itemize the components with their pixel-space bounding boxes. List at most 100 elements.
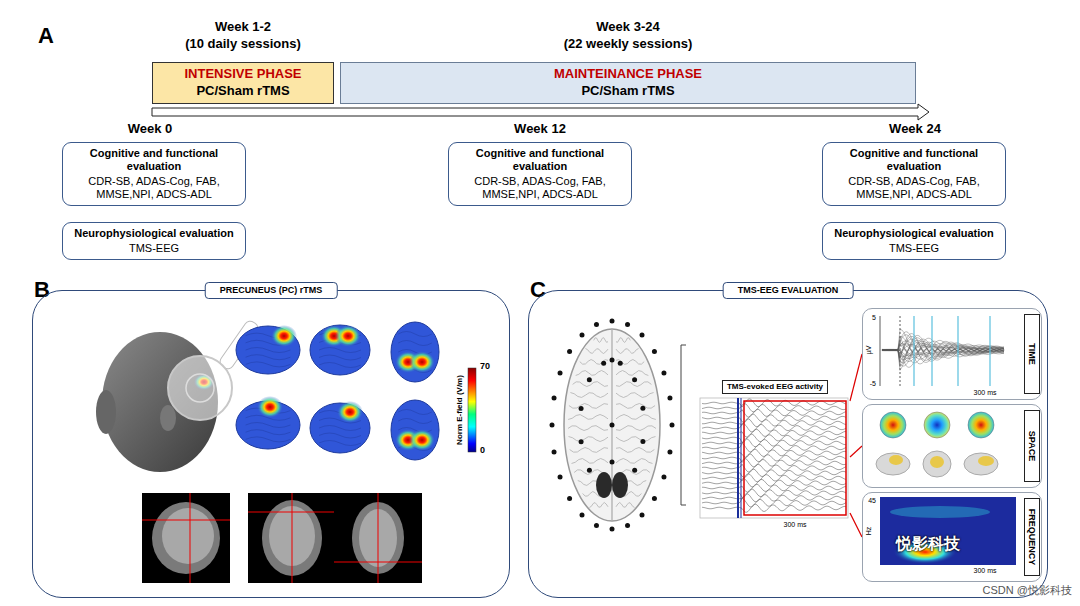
scalp-map-part-part: [601, 361, 606, 366]
phase-protocol: PC/Sham rTMS: [196, 83, 289, 100]
eeg-traces-part: [700, 398, 848, 518]
scalp-map-part-part: [552, 449, 557, 454]
scalp-map-part-part: [580, 513, 585, 518]
mri-slices-part: [334, 493, 422, 583]
evaluation-heading: Cognitive and functional evaluation: [71, 147, 237, 173]
head-model-part: [96, 390, 116, 434]
mri-slices-part: [142, 493, 230, 583]
scalp-map: [550, 319, 675, 532]
brain-render-part: [319, 363, 361, 368]
scalp-map-part-part: [616, 349, 639, 354]
scalp-map-part-part: [616, 382, 651, 387]
eeg-box: TMS-evoked EEG activity: [700, 380, 850, 520]
efield-brains: [236, 322, 439, 460]
sub-box: FREQUENCY: [862, 492, 1042, 582]
time-plot-part-part: [882, 329, 1004, 364]
scalp-map-part-part: [652, 496, 657, 501]
scalp-map-part-part: [567, 349, 572, 354]
brain-render-part: [319, 433, 361, 438]
brain-render-part: [409, 429, 435, 451]
brain-render-part: [409, 351, 435, 373]
space-maps-part: [968, 412, 994, 438]
time-plot-part-part: [882, 341, 1004, 363]
mri-slices-part: [162, 508, 214, 564]
brain-render-part: [335, 325, 361, 347]
brain-render: [236, 325, 300, 374]
time-plot-part: [882, 329, 1004, 370]
scalp-map-part-part: [618, 361, 623, 366]
brain-render-part: [236, 326, 300, 374]
time-plot-part-part: [882, 338, 1004, 367]
eeg-traces-part-part: [702, 424, 846, 432]
eeg-traces-part-part: [702, 489, 846, 498]
space-maps-part: [876, 453, 910, 475]
mri-slices-part: [378, 493, 379, 583]
week-range: Week 3-24: [596, 20, 659, 34]
space-maps-part: [889, 455, 903, 465]
scalp-map-part-part: [570, 393, 608, 398]
dimension-tab: SPACE: [1024, 410, 1040, 482]
panel-box: PRECUNEUS (PC) rTMS: [32, 290, 510, 598]
eeg-traces-part-part: [702, 399, 846, 407]
eval-box: Cognitive and functional evaluationCDR-S…: [62, 142, 246, 206]
scalp-map-part-part: [640, 513, 645, 518]
evaluation-measures: CDR-SB, ADAS-Cog, FAB, MMSE,NPI, ADCS-AD…: [71, 175, 237, 201]
scalp-map-part-part: [558, 371, 563, 376]
brain-render-part: [246, 437, 291, 442]
panel-letter: C: [528, 278, 548, 302]
axis-unit: µV: [865, 346, 873, 355]
eval-box: Cognitive and functional evaluationCDR-S…: [448, 142, 632, 206]
time-plot-part-part: [882, 344, 1004, 354]
brain-render: [391, 400, 439, 460]
evaluation-measures: TMS-EEG: [129, 242, 179, 255]
axis-tick: -5: [870, 380, 876, 388]
scalp-map-part-part: [572, 459, 608, 464]
time-plot-part-part: [882, 345, 1004, 355]
scalp-map-part-part: [632, 377, 637, 382]
space-maps-part: [924, 412, 950, 438]
phase-box: INTENSIVE PHASEPC/Sham rTMS: [152, 62, 334, 104]
eeg-traces-part: [702, 399, 846, 513]
scalp-map-part-part: [579, 406, 584, 411]
brain-render-part: [246, 362, 291, 367]
week-label: Week 0: [128, 122, 173, 136]
eeg-traces-part-part: [702, 439, 846, 447]
watermark: CSDN @悦影科技: [981, 584, 1074, 596]
time-scale: 300 ms: [784, 521, 807, 529]
eeg-traces: [700, 398, 848, 518]
timeline-arrow: [152, 104, 929, 120]
eeg-traces-part-part: [702, 494, 846, 502]
phase-box: MAINTEINANCE PHASEPC/Sham rTMS: [340, 62, 916, 104]
scalp-map-part-part: [670, 423, 675, 428]
eeg-traces-part-part: [702, 474, 846, 482]
panel-title: PRECUNEUS (PC) rTMS: [205, 282, 338, 299]
space-maps-part: [880, 412, 906, 438]
colorbar-min: 0: [480, 446, 485, 456]
scalp-map-part-part: [587, 377, 592, 382]
eeg-traces-part-part: [702, 419, 846, 427]
scalp-map-part-part: [625, 523, 630, 528]
evaluation-heading: Cognitive and functional evaluation: [457, 147, 623, 173]
space-maps-part: [978, 456, 994, 466]
scalp-map-part-part: [610, 460, 615, 465]
scalp-map-part-part: [616, 371, 648, 376]
time-scale: 300 ms: [974, 567, 997, 575]
scalp-map-part-part: [616, 437, 655, 442]
space-maps-part: [964, 453, 998, 475]
scalp-map-part-part: [616, 338, 630, 343]
watermark: 悦影科技: [896, 535, 960, 553]
phase-name: INTENSIVE PHASE: [184, 66, 301, 83]
scalp-map-part-part: [552, 396, 557, 401]
axis-unit: Hz: [865, 527, 873, 536]
bracket: [681, 345, 686, 505]
mri-slices: [142, 493, 422, 583]
time-plot-part-part: [882, 338, 1004, 367]
scalp-map-part-part: [616, 459, 652, 464]
colorbar: [468, 368, 476, 452]
scalp-map-part-part: [616, 393, 654, 398]
scalp-map-part-part: [587, 468, 592, 473]
axis-tick: 45: [868, 497, 876, 505]
brain-render-part: [246, 348, 291, 353]
head-model-part: [102, 332, 218, 472]
